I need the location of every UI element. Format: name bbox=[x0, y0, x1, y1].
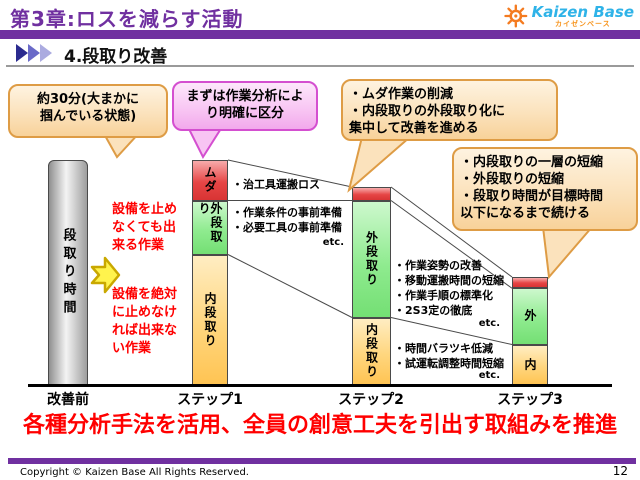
bar-segment-ステップ2-internal: 内段取り bbox=[352, 317, 391, 385]
callout-shorten-tail bbox=[541, 226, 595, 280]
bar-segment-ステップ3-muda bbox=[512, 277, 548, 289]
bar-segment-ステップ1-internal: 内段取り bbox=[192, 254, 228, 385]
page-number: 12 bbox=[612, 464, 628, 478]
callout-muda-reduction: ・ムダ作業の削減 ・内段取りの外段取り化に 集中して改善を進める bbox=[341, 79, 558, 141]
note-internal-step2: ・時間バラツキ低減 ・試運転調整時間短縮 bbox=[394, 342, 504, 370]
note-etc1: etc. bbox=[322, 237, 344, 248]
bottom-headline: 各種分析手法を活用、全員の創意工夫を引出す取組みを推進 bbox=[22, 413, 617, 438]
x-label-before: 改善前 bbox=[47, 392, 89, 408]
note-external-step2: ・作業姿勢の改善 ・移動運搬時間の短縮 ・作業手順の標準化 ・2S3定の徹底 bbox=[394, 259, 504, 317]
segment-label: ムダ bbox=[203, 166, 217, 195]
note-external-step1: ・作業条件の事前準備 ・必要工具の事前準備 bbox=[232, 206, 342, 234]
chevron-arrows-icon bbox=[16, 44, 52, 62]
bar-segment-ステップ1-external: 外段取り bbox=[192, 200, 228, 255]
note-internal-work: 設備を絶対 に止めなけ れば出来な い作業 bbox=[112, 287, 178, 356]
segment-label: 段取り時間 bbox=[60, 227, 76, 318]
bar-segment-改善前-total: 段取り時間 bbox=[48, 160, 88, 385]
x-label-step1: ステップ1 bbox=[177, 392, 243, 408]
section-divider bbox=[6, 65, 634, 67]
segment-label: 外段取り bbox=[197, 201, 223, 244]
bar-segment-ステップ1-muda: ムダ bbox=[192, 160, 228, 201]
segment-label: 内 bbox=[523, 357, 537, 372]
logo-name: Kaizen Base bbox=[531, 2, 634, 21]
header-divider-bar bbox=[0, 30, 640, 39]
copyright-text: Copyright © Kaizen Base All Rights Reser… bbox=[20, 467, 249, 478]
segment-label: 内段取り bbox=[364, 323, 379, 380]
callout-analysis-tail bbox=[186, 126, 224, 160]
x-label-step3: ステップ3 bbox=[497, 392, 563, 408]
note-etc3: etc. bbox=[478, 370, 500, 381]
callout-shorten: ・内段取りの一層の短縮 ・外段取りの短縮 ・段取り時間が目標時間 以下になるまで… bbox=[452, 147, 638, 231]
callout-muda-tail bbox=[347, 136, 413, 193]
bar-segment-ステップ3-external: 外 bbox=[512, 288, 548, 345]
logo-text: Kaizen Base カイゼンベース bbox=[531, 2, 634, 28]
bar-segment-ステップ2-external: 外段取り bbox=[352, 200, 391, 318]
note-muda-step1: ・治工具運搬ロス bbox=[232, 178, 320, 191]
segment-label: 外 bbox=[523, 309, 537, 324]
logo-subtitle: カイゼンベース bbox=[554, 19, 611, 28]
x-label-step2: ステップ2 bbox=[338, 392, 404, 408]
note-external-work: 設備を止め なくても出 来る作業 bbox=[112, 202, 178, 253]
callout-duration: 約30分(大まかに 掴んでいる状態) bbox=[8, 84, 168, 138]
gear-icon bbox=[504, 4, 528, 28]
segment-label: 内段取り bbox=[203, 291, 217, 348]
section-title: 4.段取り改善 bbox=[64, 47, 168, 67]
bar-segment-ステップ2-muda bbox=[352, 187, 391, 201]
bar-segment-ステップ3-internal: 内 bbox=[512, 344, 548, 385]
kaizen-base-logo: Kaizen Base カイゼンベース bbox=[504, 3, 634, 29]
x-axis bbox=[28, 384, 612, 387]
segment-label: 外段取り bbox=[364, 231, 379, 287]
footer-divider-bar bbox=[8, 458, 636, 464]
page-title: 第3章:ロスを減らす活動 bbox=[10, 7, 244, 31]
note-etc2: etc. bbox=[478, 318, 500, 329]
callout-analysis: まずは作業分析によ り明確に区分 bbox=[172, 81, 318, 131]
